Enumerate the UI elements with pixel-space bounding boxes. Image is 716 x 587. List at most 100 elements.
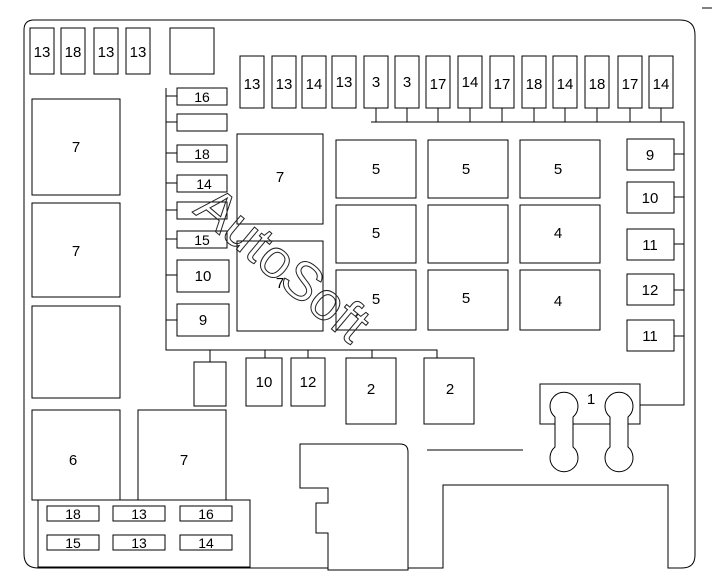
right-col-fuse-1-label: 9 — [646, 147, 654, 164]
left-col-fuse-3 — [176, 144, 228, 163]
left-col-fuse-4-label: 14 — [196, 176, 212, 192]
right-col-fuse-4 — [626, 273, 675, 306]
top-row-fuse-3-label: 14 — [306, 76, 323, 93]
left-col-fuse-4 — [176, 174, 228, 193]
bottom-fuse-10-label: 10 — [256, 374, 273, 391]
left-relay-4 — [31, 409, 121, 501]
bus-line-bottom — [209, 349, 438, 362]
right-col-fuse-2-label: 10 — [642, 190, 659, 207]
right-col-fuse-5 — [626, 319, 675, 352]
bottom-box-fuse-5 — [112, 534, 166, 551]
bottom-box-fuse-5-label: 13 — [131, 535, 147, 551]
bottom-box-fuse-2 — [112, 505, 166, 522]
grid-relay-r1c3 — [519, 139, 601, 199]
bottom-box-fuse-4 — [46, 534, 100, 551]
mid-relay-2a-label: 2 — [367, 381, 375, 398]
grid-relay-r3c1-label: 5 — [372, 291, 380, 308]
top-row-fuse-14 — [648, 55, 674, 109]
top-row-fuse-2 — [271, 55, 297, 109]
grid-relay-r2c3-label: 4 — [554, 225, 562, 242]
top-row-fuse-8-label: 14 — [462, 74, 479, 91]
bottom-fuse-12-label: 12 — [300, 374, 317, 391]
left-relay-1 — [31, 98, 121, 196]
right-col-fuse-4-label: 12 — [642, 282, 659, 299]
grid-relay-r2c1 — [335, 204, 417, 264]
bottom-box-fuse-3 — [179, 505, 233, 522]
bottom-box-fuse-2-label: 13 — [131, 506, 147, 522]
left-col-fuse-5 — [176, 201, 228, 220]
grid-relay-r1c1 — [335, 139, 417, 199]
right-col-fuse-3 — [626, 228, 675, 261]
grid-relay-r3c2-label: 5 — [462, 290, 470, 307]
right-col-fuse-5-label: 11 — [642, 328, 658, 345]
grid-relay-r2c2 — [427, 204, 509, 264]
top-row-fuse-12-label: 18 — [589, 76, 606, 93]
top-row-fuse-11 — [552, 55, 578, 109]
top-row-fuse-13 — [617, 55, 643, 109]
top-row-fuse-1 — [239, 55, 265, 109]
top-row-fuse-4 — [331, 55, 357, 109]
center-relay-7a-label: 7 — [276, 169, 284, 186]
top-left-fuse-1 — [29, 27, 55, 75]
top-left-fuse-3 — [93, 27, 119, 75]
top-row-fuse-9 — [489, 55, 515, 109]
grid-relay-r1c3-label: 5 — [554, 161, 562, 178]
grid-relay-r2c3 — [519, 204, 601, 264]
top-left-fuse-2 — [60, 27, 86, 75]
left-col-fuse-1 — [176, 87, 228, 106]
top-row-fuse-10 — [521, 55, 547, 109]
top-row-fuse-12 — [584, 55, 610, 109]
left-relay-1-label: 7 — [72, 139, 80, 156]
left-col-fuse-7 — [176, 259, 230, 293]
mid-relay-2a — [345, 357, 397, 425]
blank-square-slot — [169, 27, 215, 75]
top-row-fuse-2-label: 13 — [276, 76, 293, 93]
bottom-box-fuse-4-label: 15 — [65, 535, 81, 551]
top-row-fuse-5-label: 3 — [372, 74, 380, 91]
top-left-fuse-4-label: 13 — [130, 44, 147, 61]
left-col-fuse-3-label: 18 — [194, 146, 210, 162]
grid-relay-r3c2 — [427, 269, 509, 331]
grid-relay-r3c1 — [335, 269, 417, 331]
fuse-box-outline — [23, 19, 696, 569]
mid-relay-2b — [423, 357, 475, 425]
bottom-box-fuse-6 — [179, 534, 233, 551]
left-col-fuse-6-label: 15 — [194, 232, 210, 248]
bottom-fuse-10 — [245, 357, 283, 407]
left-relay-2-label: 7 — [72, 243, 80, 260]
grid-relay-r1c2 — [427, 139, 509, 199]
bottom-box-fuse-1 — [46, 505, 100, 522]
grid-relay-r3c3 — [519, 269, 601, 331]
left-relay-3 — [31, 305, 121, 399]
top-row-fuse-3 — [301, 55, 327, 109]
bus-line-right — [674, 153, 684, 337]
top-row-fuse-1-label: 13 — [244, 76, 261, 93]
right-col-fuse-1 — [626, 138, 675, 171]
left-col-fuse-7-label: 10 — [195, 268, 212, 285]
left-col-fuse-6 — [176, 230, 228, 249]
top-row-fuse-8 — [457, 55, 483, 109]
top-left-fuse-1-label: 13 — [34, 44, 51, 61]
right-col-fuse-2 — [626, 181, 675, 214]
mid-relay-2b-label: 2 — [446, 381, 454, 398]
bottom-box-fuse-6-label: 14 — [198, 535, 214, 551]
top-row-fuse-6 — [394, 55, 420, 109]
top-row-fuse-9-label: 17 — [494, 76, 511, 93]
center-relay-7b — [236, 240, 324, 332]
top-left-fuse-2-label: 18 — [65, 44, 82, 61]
grid-relay-r3c3-label: 4 — [554, 293, 562, 310]
bottom-fuse-12 — [290, 357, 326, 407]
left-relay-4-label: 6 — [69, 452, 77, 469]
bus-line-left — [165, 88, 406, 351]
bottom-slot-blank — [193, 361, 227, 407]
connector-housing — [299, 443, 409, 571]
top-row-fuse-10-label: 18 — [526, 76, 543, 93]
right-col-fuse-3-label: 11 — [642, 237, 658, 254]
grid-relay-r2c1-label: 5 — [372, 225, 380, 242]
bottom-relay-7 — [137, 409, 227, 501]
top-row-fuse-4-label: 13 — [336, 74, 353, 91]
bottom-box-fuse-3-label: 16 — [198, 506, 214, 522]
top-row-fuse-6-label: 3 — [403, 74, 411, 91]
center-relay-7b-label: 7 — [276, 275, 284, 292]
